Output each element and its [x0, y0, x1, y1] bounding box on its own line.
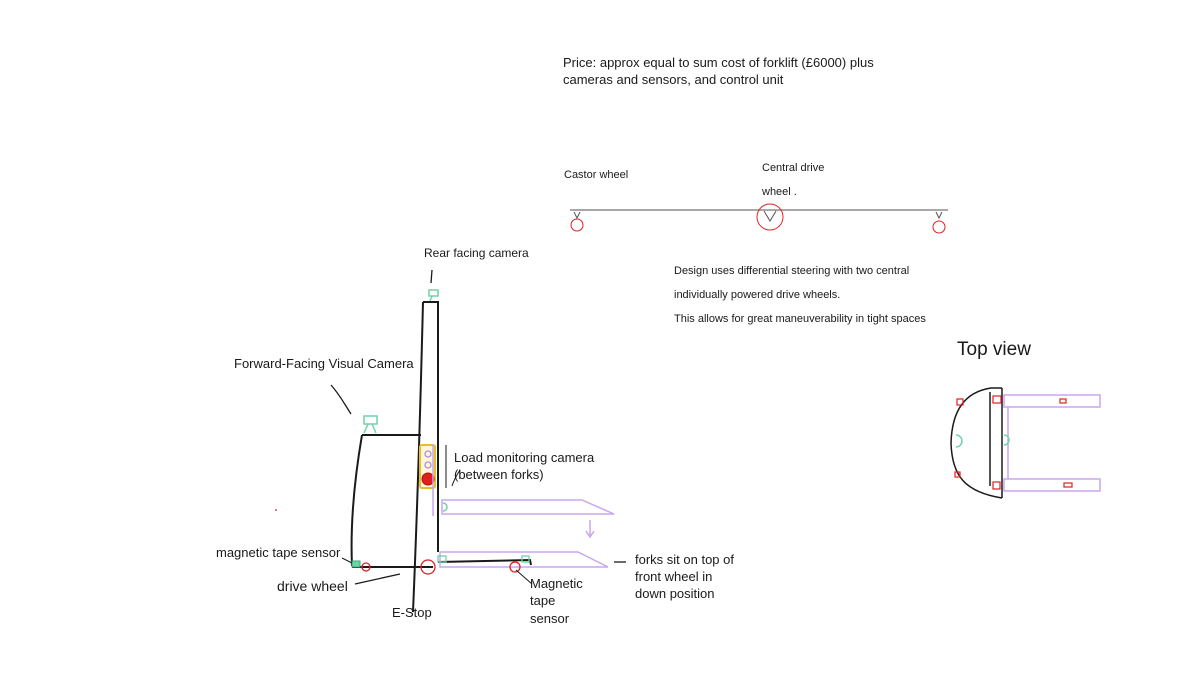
load-camera-label-line1: Load monitoring camera [454, 450, 595, 465]
top-front-wheel-upper [1059, 398, 1067, 404]
forward-camera-icon [363, 415, 378, 434]
estop-label: E-Stop [392, 605, 432, 620]
price-note-line1: Price: approx equal to sum cost of forkl… [563, 55, 874, 70]
drive-wheel-label-line2: wheel . [762, 186, 797, 198]
mast-outline [423, 301, 439, 552]
mast-front-edge [412, 301, 424, 613]
front-tape-sensor-label-line2: tape [530, 593, 556, 608]
leader-drive-wheel [354, 573, 401, 585]
design-note-line3: This allows for great maneuverability in… [674, 313, 926, 325]
estop-wheel-icon [420, 559, 436, 575]
top-fork-lower [1003, 478, 1101, 492]
top-load-camera-icon [1003, 434, 1010, 446]
front-tape-sensor-label-line1: Magnetic [530, 576, 583, 591]
forks-note-line1: forks sit on top of [635, 552, 734, 567]
leader-mag-sensor [515, 569, 533, 585]
forklift-side-view [330, 269, 626, 613]
central-drive-wheel-icon [756, 203, 784, 231]
forks-note-line3: down position [635, 586, 715, 601]
control-panel [419, 444, 436, 489]
forward-camera-label: Forward-Facing Visual Camera [234, 356, 414, 371]
front-tape-sensor-label-line3: sensor [530, 611, 570, 626]
load-camera-label-line2: (between forks) [454, 467, 544, 482]
top-castor-rear-upper [956, 398, 964, 406]
design-note-line1: Design uses differential steering with t… [674, 265, 910, 277]
rear-tape-sensor-label: magnetic tape sensor [216, 545, 341, 560]
stray-mark [275, 509, 277, 511]
top-front-wheel-lower [1063, 482, 1073, 488]
top-fork-upper [1003, 394, 1101, 408]
castor-wheel-label: Castor wheel [564, 169, 629, 181]
load-camera-icon [442, 502, 448, 512]
forks-note-line2: front wheel in [635, 569, 713, 584]
price-note-line2: cameras and sensors, and control unit [563, 72, 784, 87]
rear-camera-icon [428, 289, 439, 302]
top-drive-wheel-upper [992, 395, 1002, 404]
leader-rear-camera [430, 269, 433, 284]
top-body-outline [950, 387, 1003, 499]
leader-tape-sensor [341, 557, 353, 564]
forklift-top-view [950, 387, 1101, 499]
drive-wheel-icon [361, 562, 371, 572]
top-castor-rear-lower [954, 471, 961, 478]
drive-wheel-label-line1: Central drive [762, 162, 825, 174]
castor-wheel-right-icon [932, 211, 946, 234]
fork-raised [441, 499, 615, 515]
wheel-arrangement [570, 203, 948, 234]
rear-tape-sensor-icon [351, 560, 361, 568]
top-drive-wheel-lower [992, 481, 1001, 490]
top-camera-icon [955, 434, 963, 448]
rear-camera-label: Rear facing camera [424, 246, 529, 260]
design-note-line2: individually powered drive wheels. [674, 289, 841, 301]
leader-forward-camera [330, 384, 352, 415]
front-wheel-icon [509, 561, 521, 573]
down-arrow-icon [585, 530, 595, 539]
front-base [437, 558, 532, 566]
front-mag-sensor-icon [521, 555, 530, 563]
front-tape-sensor-icon [437, 555, 447, 563]
castor-wheel-left-icon [570, 211, 584, 232]
leader-load-camera [451, 469, 461, 487]
drive-wheel-side-label: drive wheel [277, 578, 348, 594]
body-rear [350, 434, 363, 567]
top-view-title: Top view [957, 339, 1031, 360]
